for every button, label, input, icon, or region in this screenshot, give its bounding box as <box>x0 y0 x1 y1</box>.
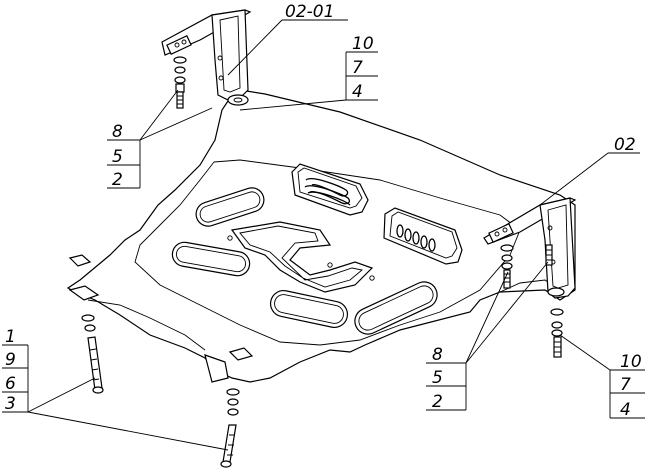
callout-stack-top-right-3: 4 <box>352 82 363 102</box>
bracket-top-left <box>161 9 252 106</box>
vent-panel-left <box>291 163 369 216</box>
callout-02-01: 02-01 <box>285 2 334 22</box>
vent-panel-right <box>383 207 463 265</box>
stamped-slots <box>171 187 438 335</box>
callout-stack-bottom-left-3: 6 <box>5 374 16 394</box>
callout-stack-left-mid-3: 2 <box>112 170 123 190</box>
callout-stack-left-mid-2: 5 <box>112 147 123 167</box>
callout-stack-bottom-right-2: 7 <box>620 375 631 395</box>
callout-stack-bottom-left-1: 1 <box>5 327 16 347</box>
callout-stack-bottom-right-1: 10 <box>620 352 642 372</box>
bracket-right <box>483 197 577 299</box>
callout-stack-right-mid-2: 5 <box>432 368 443 388</box>
fastener-stack-left <box>173 56 187 109</box>
callout-stack-left-mid-1: 8 <box>112 122 123 142</box>
callout-02: 02 <box>614 135 636 155</box>
callout-stack-bottom-right-3: 4 <box>620 400 631 420</box>
bolt-long-left <box>81 314 104 394</box>
callout-stack-bottom-left-4: 3 <box>5 394 16 414</box>
fastener-stack-right <box>500 244 553 289</box>
mounting-tabs <box>68 254 254 383</box>
callout-labels: 02-01 10 7 4 8 5 2 02 8 5 2 10 7 4 1 9 6… <box>5 2 642 420</box>
callout-stack-top-right-2: 7 <box>352 58 363 78</box>
fastener-stack-bottom-right <box>550 308 564 358</box>
callout-stack-bottom-left-2: 9 <box>5 350 16 370</box>
callout-stack-right-mid-1: 8 <box>432 345 443 365</box>
callout-stack-top-right-1: 10 <box>352 34 374 54</box>
leader-lines <box>2 19 645 451</box>
callout-stack-right-mid-3: 2 <box>432 392 443 412</box>
bolt-long-center <box>220 388 240 468</box>
